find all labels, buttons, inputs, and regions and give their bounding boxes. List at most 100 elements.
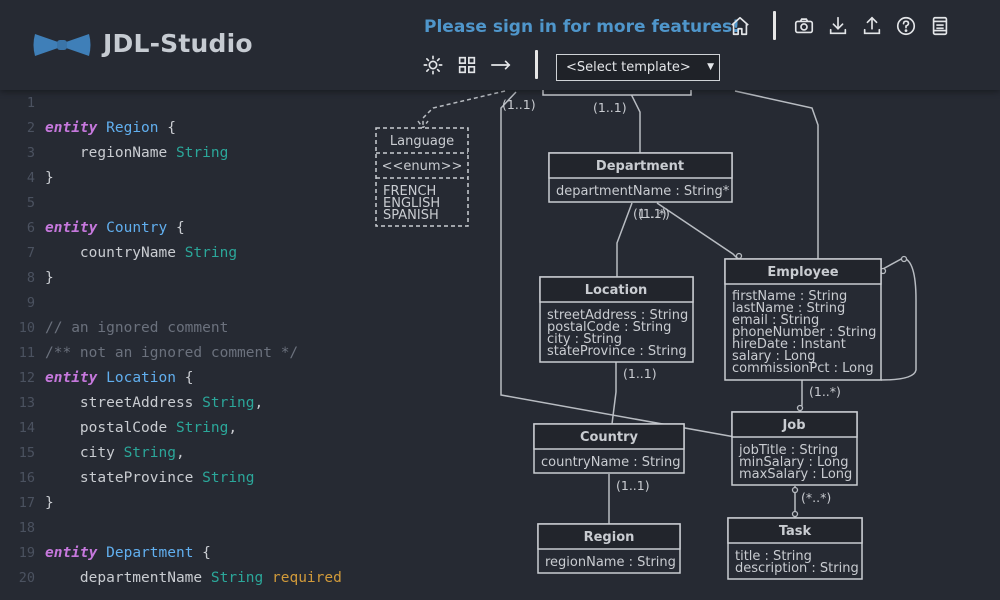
code-text: city String, (45, 441, 185, 466)
line-number: 4 (0, 166, 35, 191)
app-title: JDL-Studio (103, 29, 253, 58)
screenshot-button[interactable] (791, 13, 817, 39)
line-number: 10 (0, 316, 35, 341)
code-text: postalCode String, (45, 416, 237, 441)
code-text: entity Region { (45, 116, 176, 141)
code-token: { (193, 545, 210, 561)
sign-in-link[interactable]: Please sign in for more features! (424, 17, 740, 37)
code-text: /** not an ignored comment */ (45, 341, 298, 366)
entity-department[interactable]: Department departmentName : String* (549, 153, 732, 202)
code-text: entity Location { (45, 366, 193, 391)
enum-value: SPANISH (383, 208, 439, 223)
code-token: } (45, 170, 54, 186)
layout-grid-button[interactable] (454, 52, 480, 78)
upload-button[interactable] (859, 13, 885, 39)
home-button[interactable] (727, 13, 753, 39)
code-line: 5 (0, 191, 375, 216)
code-token: { (159, 120, 176, 136)
code-text: departmentName String required (45, 566, 342, 591)
entity-country[interactable]: Country countryName : String (534, 424, 684, 473)
code-token (97, 545, 106, 561)
code-text: } (45, 166, 54, 191)
code-token: countryName (45, 245, 185, 261)
code-token: , (176, 445, 185, 461)
code-token: String (124, 445, 176, 461)
code-line: 20 departmentName String required (0, 566, 375, 591)
relation-endpoint (793, 488, 798, 493)
code-text: countryName String (45, 241, 237, 266)
line-number: 13 (0, 391, 35, 416)
relation-endpoint (793, 512, 798, 517)
department-to-location-line (617, 203, 632, 277)
code-line: 6 entity Country { (0, 216, 375, 241)
caret-down-icon: ▼ (707, 55, 714, 80)
entity-field: departmentName : String* (556, 184, 730, 199)
entity-field: regionName : String (545, 555, 676, 570)
code-line: 9 (0, 291, 375, 316)
line-number: 1 (0, 91, 35, 116)
entity-title: Department (596, 159, 684, 174)
docs-button[interactable] (927, 13, 953, 39)
line-number: 7 (0, 241, 35, 266)
code-token: entity (45, 545, 97, 561)
code-line: 1 (0, 91, 375, 116)
code-line: 13 streetAddress String, (0, 391, 375, 416)
line-number: 15 (0, 441, 35, 466)
entity-title: Language (390, 134, 454, 149)
code-token: , (255, 395, 264, 411)
entity-task[interactable]: Task title : String description : String (728, 518, 862, 579)
code-token: String (185, 245, 237, 261)
line-number: 6 (0, 216, 35, 241)
top-left-relation-line (501, 92, 735, 437)
code-token: /** not an ignored comment */ (45, 345, 298, 361)
code-token: Location (106, 370, 176, 386)
direction-button[interactable] (488, 52, 514, 78)
top-right-to-employee-line (735, 91, 818, 259)
top-to-department-line (630, 92, 640, 153)
entity-job[interactable]: Job jobTitle : String minSalary : Long m… (732, 412, 857, 485)
grid-icon (456, 54, 478, 76)
template-select[interactable]: <Select template> ▼ (556, 54, 720, 81)
language-relation-line (423, 91, 505, 127)
code-token: Country (106, 220, 167, 236)
line-number: 18 (0, 516, 35, 541)
code-token: String (202, 470, 254, 486)
entity-employee[interactable]: Employee firstName : String lastName : S… (725, 259, 881, 380)
code-token: String (176, 420, 228, 436)
code-line: 11/** not an ignored comment */ (0, 341, 375, 366)
multiplicity-label: (1..1) (502, 97, 536, 112)
book-icon (929, 15, 951, 37)
entity-title: Location (585, 283, 648, 298)
help-button[interactable] (893, 13, 919, 39)
code-line: 10 // an ignored comment (0, 316, 375, 341)
code-token: String (202, 395, 254, 411)
download-button[interactable] (825, 13, 851, 39)
code-token (263, 570, 272, 586)
code-token: postalCode (45, 420, 176, 436)
multiplicity-label: (1..*) (638, 206, 670, 221)
line-number: 16 (0, 466, 35, 491)
line-number: 14 (0, 416, 35, 441)
bowtie-logo-icon (33, 31, 91, 59)
entity-language[interactable]: Language <<enum>> FRENCH ENGLISH SPANISH (376, 128, 468, 226)
header-separator-2 (535, 50, 538, 79)
relation-endpoint (798, 406, 803, 411)
entity-location[interactable]: Location streetAddress : String postalCo… (540, 277, 693, 362)
entity-region[interactable]: Region regionName : String (538, 524, 680, 573)
arrow-right-icon (490, 54, 512, 76)
code-text: // an ignored comment (45, 316, 228, 341)
code-token: regionName (45, 145, 176, 161)
theme-toggle-button[interactable] (420, 52, 446, 78)
code-token: // an ignored comment (45, 320, 228, 336)
code-text: entity Country { (45, 216, 185, 241)
multiplicity-label: (1..*) (809, 384, 841, 399)
code-token: required (272, 570, 342, 586)
code-token (97, 120, 106, 136)
header-separator (773, 11, 776, 40)
code-token: String (211, 570, 263, 586)
code-editor[interactable]: 12entity Region {3 regionName String4}56… (0, 90, 375, 600)
code-token: } (45, 270, 54, 286)
code-token: streetAddress (45, 395, 202, 411)
multiplicity-label: (1..1) (593, 100, 627, 115)
code-text: entity Department { (45, 541, 211, 566)
